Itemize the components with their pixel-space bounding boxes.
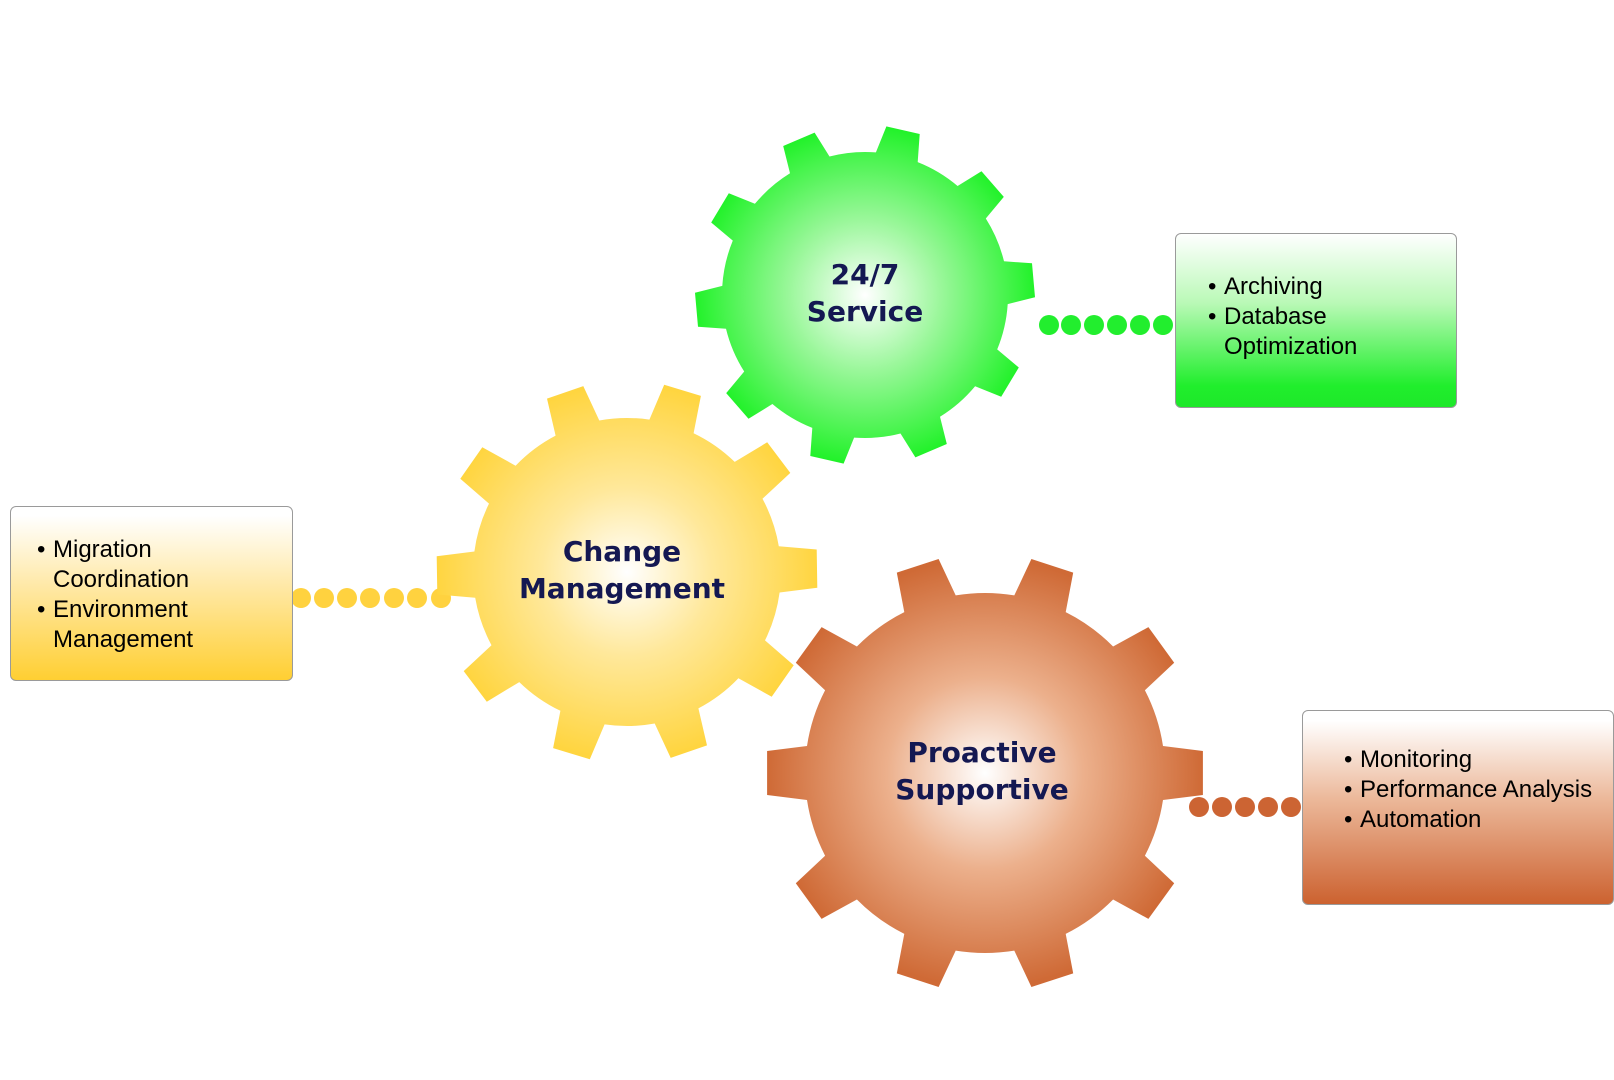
connector-dot-service	[1039, 315, 1059, 335]
gear-change	[436, 384, 818, 760]
gear-label-line: Management	[518, 572, 726, 605]
details-item: Environment Management	[37, 595, 280, 655]
connector-dot-proactive	[1235, 797, 1255, 817]
connector-dot-proactive	[1212, 797, 1232, 817]
connector-dot-change	[407, 588, 427, 608]
details-list: Archiving Database Optimization	[1208, 272, 1444, 362]
connector-dot-change	[314, 588, 334, 608]
gear-label-line: Service	[806, 295, 924, 328]
connector-dot-proactive	[1258, 797, 1278, 817]
details-list: Monitoring Performance Analysis Automati…	[1344, 745, 1601, 835]
connector-dot-change	[384, 588, 404, 608]
gear-label-line: Supportive	[895, 773, 1069, 806]
gear-proactive	[767, 559, 1203, 987]
details-item: Migration Coordination	[37, 535, 280, 595]
gear-label-line: Proactive	[907, 736, 1057, 769]
connector-dot-change	[291, 588, 311, 608]
details-item: Archiving	[1208, 272, 1444, 302]
gear-label-service: 24/7 Service	[765, 256, 965, 330]
details-box-proactive: Monitoring Performance Analysis Automati…	[1302, 710, 1614, 905]
details-item: Monitoring	[1344, 745, 1601, 775]
gear-label-line: 24/7	[830, 258, 900, 291]
details-item: Database Optimization	[1208, 302, 1444, 362]
gear-label-line: Change	[562, 535, 682, 568]
gear-label-proactive: Proactive Supportive	[862, 734, 1102, 808]
gear-label-change: Change Management	[492, 533, 752, 607]
details-box-change: Migration Coordination Environment Manag…	[10, 506, 293, 681]
connector-dot-proactive	[1189, 797, 1209, 817]
connector-dot-change	[360, 588, 380, 608]
gear-service	[695, 126, 1035, 464]
connector-dot-proactive	[1281, 797, 1301, 817]
details-item: Performance Analysis	[1344, 775, 1601, 805]
connector-dot-service	[1107, 315, 1127, 335]
connector-dot-service	[1130, 315, 1150, 335]
connector-dot-service	[1084, 315, 1104, 335]
details-list: Migration Coordination Environment Manag…	[37, 535, 280, 655]
connector-dot-change	[337, 588, 357, 608]
connector-dot-service	[1153, 315, 1173, 335]
connector-dot-service	[1061, 315, 1081, 335]
details-box-service: Archiving Database Optimization	[1175, 233, 1457, 408]
details-item: Automation	[1344, 805, 1601, 835]
